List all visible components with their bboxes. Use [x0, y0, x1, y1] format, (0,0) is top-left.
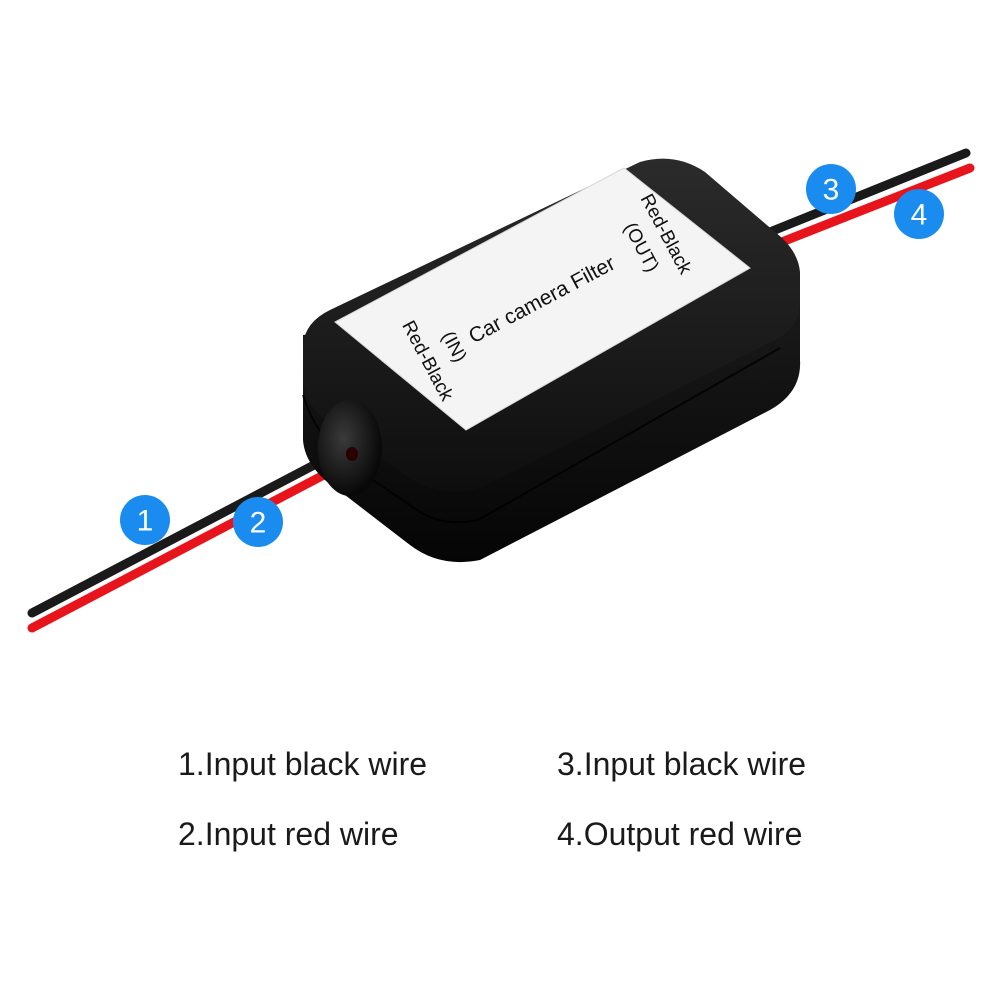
sticker-background: [334, 167, 751, 431]
output-cable: [755, 148, 975, 254]
wire-legend: 1.Input black wire 2.Input red wire 3.In…: [0, 740, 1000, 880]
product-illustration: Red-Black (IN) Car camera Filter (OUT) R…: [27, 148, 975, 633]
cable-grommet-hole: [346, 447, 358, 461]
legend-item-2: 2.Input red wire: [178, 816, 399, 852]
callout-badge-1: 1: [120, 495, 170, 545]
input-cable: [27, 438, 365, 633]
input-red-wire: [27, 451, 365, 633]
legend-item-1: 1.Input black wire: [178, 746, 428, 782]
callout-number-4: 4: [911, 199, 928, 232]
callout-badge-2: 2: [233, 497, 283, 547]
callout-badge-3: 3: [806, 164, 856, 214]
product-sticker: Red-Black (IN) Car camera Filter (OUT) R…: [334, 167, 751, 431]
output-black-wire: [755, 148, 971, 241]
callout-badge-4: 4: [894, 189, 944, 239]
input-black-wire: [27, 438, 361, 618]
legend-item-3: 3.Input black wire: [557, 746, 807, 782]
callout-number-2: 2: [250, 507, 267, 540]
legend-item-4: 4.Output red wire: [557, 816, 803, 852]
callout-number-1: 1: [137, 505, 154, 538]
output-red-wire: [759, 163, 975, 254]
callout-number-3: 3: [823, 174, 840, 207]
